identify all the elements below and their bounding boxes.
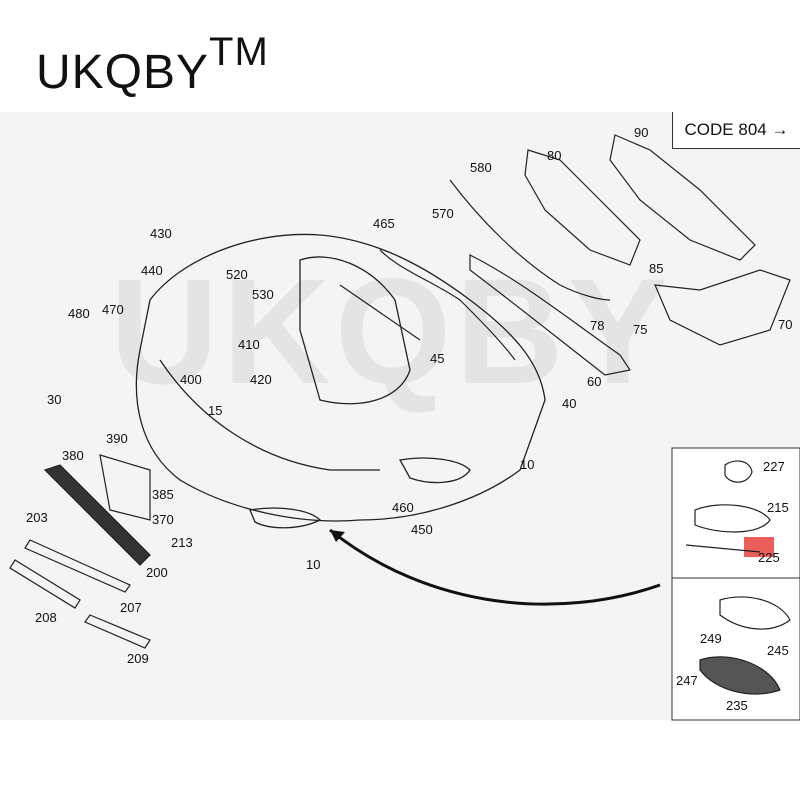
part-number: 420 — [250, 372, 272, 387]
part-number: 460 — [392, 500, 414, 515]
grille-assembly — [9, 454, 151, 649]
part-number: 570 — [432, 206, 454, 221]
part-number: 209 — [127, 651, 149, 666]
part-number: 78 — [590, 318, 604, 333]
part-number: 207 — [120, 600, 142, 615]
part-number: 245 — [767, 643, 789, 658]
part-number: 580 — [470, 160, 492, 175]
part-number: 227 — [763, 459, 785, 474]
part-number: 380 — [62, 448, 84, 463]
part-number: 30 — [47, 392, 61, 407]
part-number: 208 — [35, 610, 57, 625]
code-box: CODE 804 → — [672, 112, 800, 149]
part-labels: 90 80 580 570 465 430 440 520 530 85 470… — [26, 125, 792, 713]
part-number: 465 — [373, 216, 395, 231]
part-number: 85 — [649, 261, 663, 276]
part-number: 70 — [778, 317, 792, 332]
part-number: 60 — [587, 374, 601, 389]
wiring-harness — [379, 179, 611, 361]
part-number: 440 — [141, 263, 163, 278]
inset-panel-bottom — [671, 577, 800, 721]
highlight-marker — [744, 537, 774, 557]
part-number: 10 — [306, 557, 320, 572]
part-number: 213 — [171, 535, 193, 550]
part-number: 225 — [758, 550, 780, 565]
part-number: 390 — [106, 431, 128, 446]
part-number: 235 — [726, 698, 748, 713]
part-number: 200 — [146, 565, 168, 580]
diagram-background — [0, 112, 800, 720]
part-number: 385 — [152, 487, 174, 502]
bumper-reinforcement — [339, 134, 791, 376]
part-number: 410 — [238, 337, 260, 352]
part-number: 470 — [102, 302, 124, 317]
part-number: 75 — [633, 322, 647, 337]
part-number: 80 — [547, 148, 561, 163]
assembly-arrow — [329, 528, 661, 606]
code-label: CODE 804 — [684, 120, 767, 139]
bumper-cover — [135, 233, 546, 529]
arrow-right-icon: → — [771, 120, 789, 139]
brand-logo: UKQBYTM — [36, 32, 269, 99]
fog-lamp-parts — [685, 460, 791, 695]
part-number: 90 — [634, 125, 648, 140]
part-number: 247 — [676, 673, 698, 688]
assembly-arrow-head — [330, 530, 345, 542]
trademark-mark: TM — [209, 30, 269, 74]
part-number: 530 — [252, 287, 274, 302]
part-number: 10 — [520, 457, 534, 472]
part-number: 215 — [767, 500, 789, 515]
part-number: 430 — [150, 226, 172, 241]
part-number: 40 — [562, 396, 576, 411]
part-number: 249 — [700, 631, 722, 646]
part-number: 15 — [208, 403, 222, 418]
part-number: 45 — [430, 351, 444, 366]
part-number: 450 — [411, 522, 433, 537]
part-number: 520 — [226, 267, 248, 282]
part-number: 400 — [180, 372, 202, 387]
part-number: 203 — [26, 510, 48, 525]
brand-name: UKQBY — [36, 46, 210, 99]
part-number: 480 — [68, 306, 90, 321]
part-number: 370 — [152, 512, 174, 527]
